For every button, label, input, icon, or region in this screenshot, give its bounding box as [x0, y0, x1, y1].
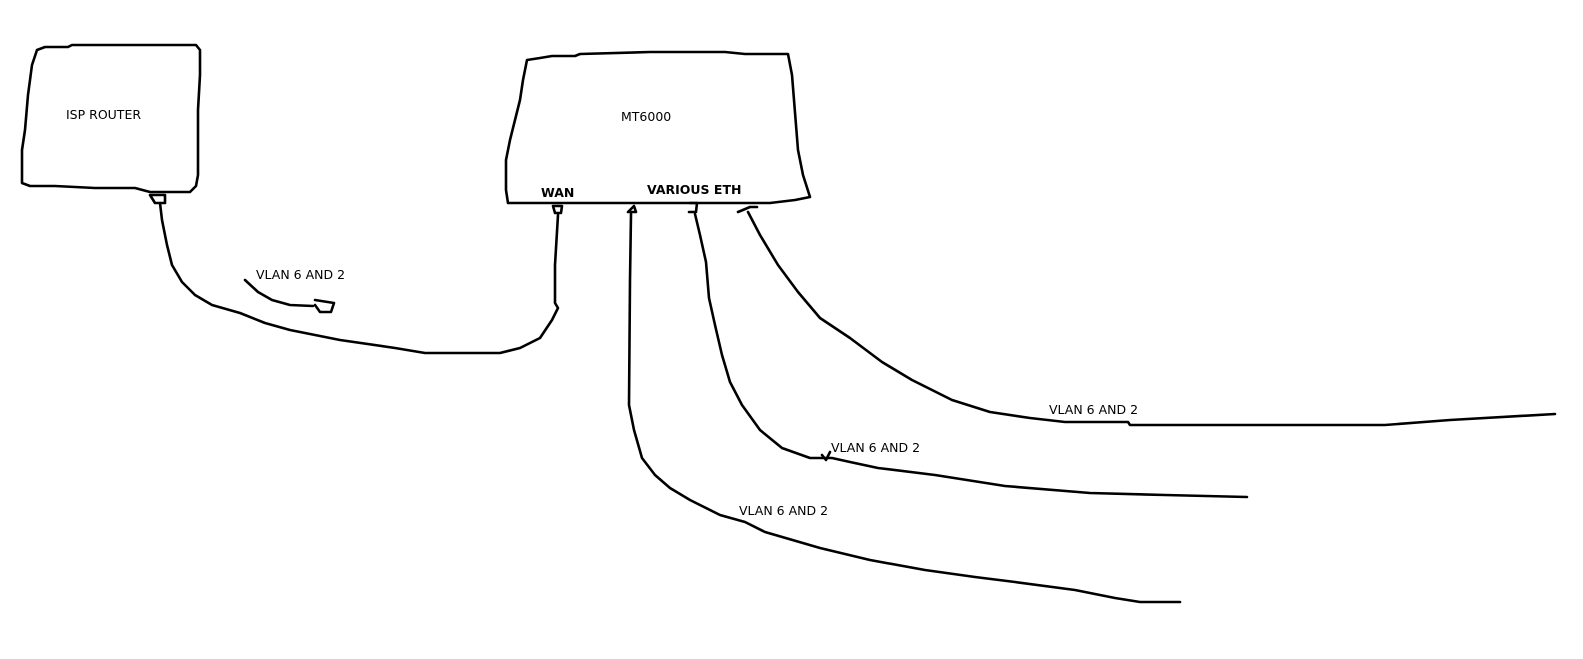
uplink-cable-stub [243, 278, 315, 308]
wan-port [551, 204, 564, 215]
eth-port-2 [687, 201, 699, 214]
eth-cable-2: VLAN 6 AND 2 [693, 212, 1249, 499]
various-eth-label: VARIOUS ETH [647, 182, 741, 197]
eth-port-1 [626, 204, 638, 214]
eth-cable-2-line [693, 212, 1249, 499]
eth-cable-3-label: VLAN 6 AND 2 [1049, 402, 1138, 417]
eth-cable-3: VLAN 6 AND 2 [746, 210, 1557, 427]
isp-router-label: ISP ROUTER [66, 107, 141, 122]
mt6000-label: MT6000 [621, 109, 671, 124]
eth-cable-1-label: VLAN 6 AND 2 [739, 503, 828, 518]
isp-router-box [20, 43, 202, 194]
uplink-cable-label: VLAN 6 AND 2 [256, 267, 345, 282]
eth-cable-1-line [627, 212, 1182, 604]
mt6000-box [504, 50, 812, 205]
isp-router-port [148, 193, 167, 205]
uplink-cable: VLAN 6 AND 2 [158, 201, 560, 355]
isp-router: ISP ROUTER [20, 43, 202, 205]
wan-port-label: WAN [541, 185, 574, 200]
eth-cable-2-tick [820, 450, 832, 462]
eth-cable-1: VLAN 6 AND 2 [627, 212, 1182, 604]
uplink-cable-plug [313, 298, 336, 314]
eth-cable-2-label: VLAN 6 AND 2 [831, 440, 920, 455]
uplink-cable-line [158, 201, 560, 355]
eth-port-3 [736, 205, 759, 214]
mt6000-router: MT6000 WAN VARIOUS ETH [504, 50, 812, 215]
eth-cable-3-line [746, 210, 1557, 427]
